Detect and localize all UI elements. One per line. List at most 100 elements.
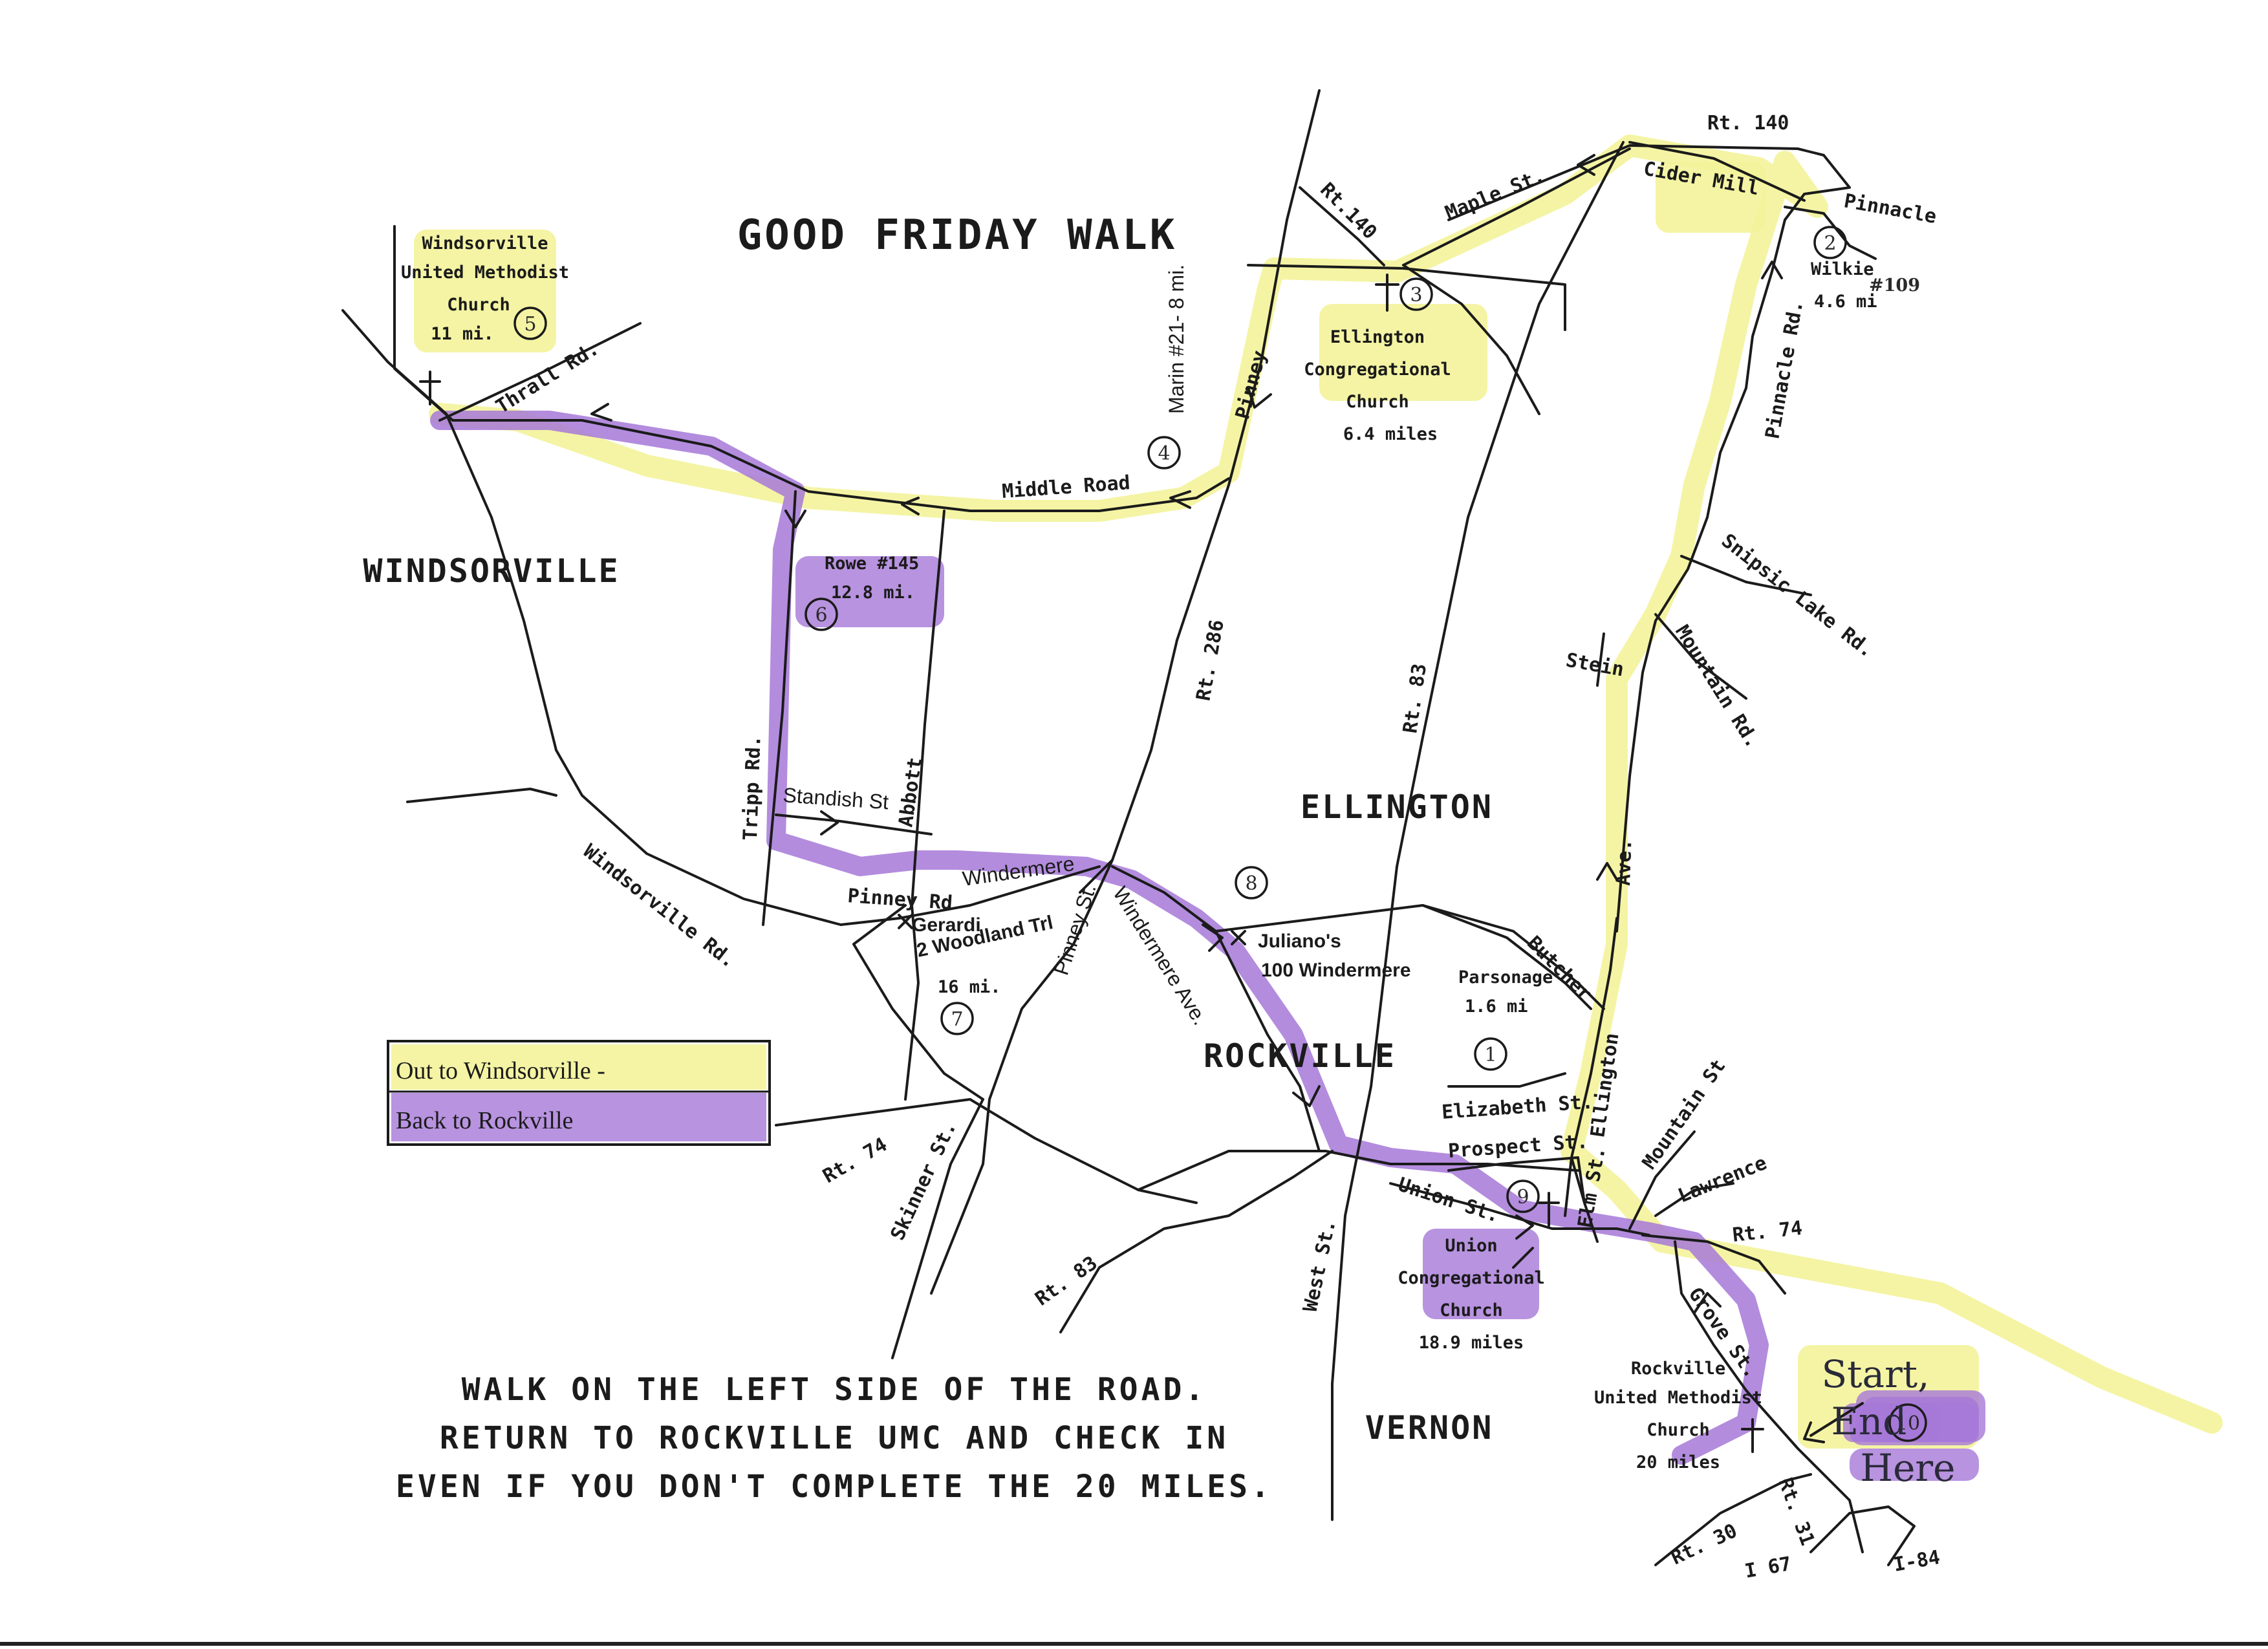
skinner-st: [891, 1098, 984, 1359]
label-rt74-left: Rt. 74: [819, 1133, 891, 1187]
start-line1: Start,: [1821, 1352, 1929, 1396]
instruction-line-1: WALK ON THE LEFT SIDE OF THE ROAD.: [462, 1372, 1207, 1408]
stop-1-name: Parsonage: [1458, 967, 1553, 987]
stop-10-distance: 20 miles: [1636, 1452, 1720, 1472]
rt140-road: [1447, 144, 1851, 932]
cross-windsorville-church: [419, 371, 441, 405]
rt74-east: [1641, 1234, 1786, 1295]
mountain-st: [1628, 1130, 1696, 1230]
arrow-windermere: [1202, 923, 1224, 952]
stop-markers: 1 2 3 4 5 6 7 8: [513, 226, 1927, 1442]
instructions: WALK ON THE LEFT SIDE OF THE ROAD. RETUR…: [396, 1372, 1269, 1505]
stop-5-number: 5: [524, 313, 536, 336]
stop-6-distance: 12.8 mi.: [831, 583, 915, 603]
label-west-st: West St.: [1299, 1218, 1341, 1314]
stop-5-line2: United Methodist: [401, 263, 569, 283]
stop-1-number: 1: [1484, 1044, 1496, 1066]
stop-7-number: 7: [951, 1008, 963, 1031]
i84-ramp: [1809, 1505, 1916, 1566]
star-juliano: [1231, 930, 1246, 945]
label-pinnacle: Pinnacle: [1842, 189, 1938, 228]
arrow-tripp: [784, 510, 806, 528]
arrow-ellington-ave: [1596, 862, 1618, 881]
arrow-start-head: [1803, 1421, 1825, 1443]
windsorville-rd: [490, 516, 1101, 926]
instruction-line-2: RETURN TO ROCKVILLE UMC AND CHECK IN: [440, 1420, 1229, 1456]
union-st: [1389, 1182, 1650, 1236]
label-i67: I 67: [1743, 1553, 1793, 1583]
stop-marker-10: 10: [1888, 1403, 1927, 1442]
rt30-road: [1654, 1473, 1812, 1566]
west-connector: [406, 788, 557, 803]
prospect-st: [1447, 1156, 1586, 1204]
stop-6-number: 6: [815, 604, 827, 627]
label-abbott: Abbott: [894, 756, 927, 828]
stop-9-line3: Church: [1440, 1300, 1503, 1320]
arrow-union: [1515, 1214, 1534, 1240]
label-pinnacle-rd: Pinnacle Rd.: [1761, 299, 1808, 441]
legend-back: Back to Rockville: [396, 1107, 573, 1134]
cross-rockville-church: [1741, 1418, 1764, 1453]
rt83-road: [1331, 141, 1625, 1521]
pinney-road: [1079, 89, 1321, 894]
stop-marker-1: 1: [1474, 1037, 1507, 1071]
rt83-bottom: [1059, 1150, 1334, 1333]
rt140-left-road: [1299, 186, 1385, 266]
standish-st: [775, 814, 933, 835]
maple-st-road: [1402, 147, 1631, 266]
ellington-church-road: [1402, 264, 1540, 415]
tripp-rd: [762, 490, 797, 926]
grove-st: [1674, 1240, 1864, 1553]
stop-marker-2: 2: [1813, 226, 1847, 259]
label-rt140-top: Rt. 140: [1707, 112, 1789, 135]
stop-2-distance: 4.6 mi: [1814, 292, 1877, 312]
ellington-ave: [1564, 917, 1618, 1217]
stop-3-line3: Church: [1346, 392, 1409, 412]
start-line2: End: [1831, 1399, 1907, 1443]
roads: [341, 89, 1916, 1566]
snipsic-lake-rd: [1680, 555, 1812, 596]
stop-marker-5: 5: [513, 307, 547, 340]
town-vernon: VERNON: [1365, 1409, 1494, 1447]
label-ave: Ave.: [1612, 839, 1637, 886]
stop-10-line2: United Methodist: [1594, 1388, 1762, 1408]
arrow-union-church: [1512, 1247, 1534, 1269]
windermere-east: [1215, 904, 1592, 1010]
star-gerardi: [898, 914, 913, 929]
rt74-west: [775, 1098, 1198, 1204]
stop-5-distance: 11 mi.: [431, 324, 494, 344]
windsorville-west-road: [341, 309, 493, 519]
legend: Out to Windsorville - Back to Rockville: [387, 1040, 771, 1146]
stop-4-name: Marin #21- 8 mi.: [1165, 264, 1188, 414]
legend-out: Out to Windsorville -: [396, 1057, 605, 1084]
stop-7-line1: Gerardi: [912, 914, 981, 936]
stop-3-number: 3: [1410, 284, 1422, 307]
label-lawrence: Lawrence: [1675, 1152, 1770, 1208]
stop-1-distance: 1.6 mi: [1465, 997, 1528, 1017]
stop-marker-8: 8: [1235, 866, 1268, 900]
stop-4-number: 4: [1158, 442, 1170, 465]
stop-10-line3: Church: [1647, 1420, 1710, 1440]
stop-8-line2: 100 Windermere: [1261, 960, 1411, 981]
cross-union-church: [1538, 1192, 1560, 1227]
label-highlights: [414, 162, 1985, 1481]
stop-7-distance: 16 mi.: [938, 977, 1001, 997]
label-standish-st: Standish St: [783, 783, 890, 814]
pinney-st-road: [930, 859, 1114, 1295]
middle-road: [451, 419, 1230, 512]
stop-marker-6: 6: [805, 598, 838, 631]
stop-10-number: 10: [1895, 1412, 1920, 1435]
town-rockville: ROCKVILLE: [1204, 1037, 1396, 1075]
label-rt31: Rt. 31: [1773, 1475, 1819, 1549]
stop-9-line1: Union: [1445, 1236, 1497, 1256]
arrow-middle-road-1: [1169, 490, 1191, 509]
church-crosses: [419, 274, 1764, 1453]
arrow-start: [1809, 1402, 1864, 1437]
cider-mill-road: [1628, 141, 1806, 202]
stop-3-line2: Congregational: [1304, 360, 1451, 380]
arrow-grove: [1693, 1292, 1722, 1314]
stop-9-distance: 18.9 miles: [1419, 1333, 1524, 1353]
butcher-rd: [1421, 904, 1605, 1010]
abbott-rd: [904, 510, 945, 1101]
